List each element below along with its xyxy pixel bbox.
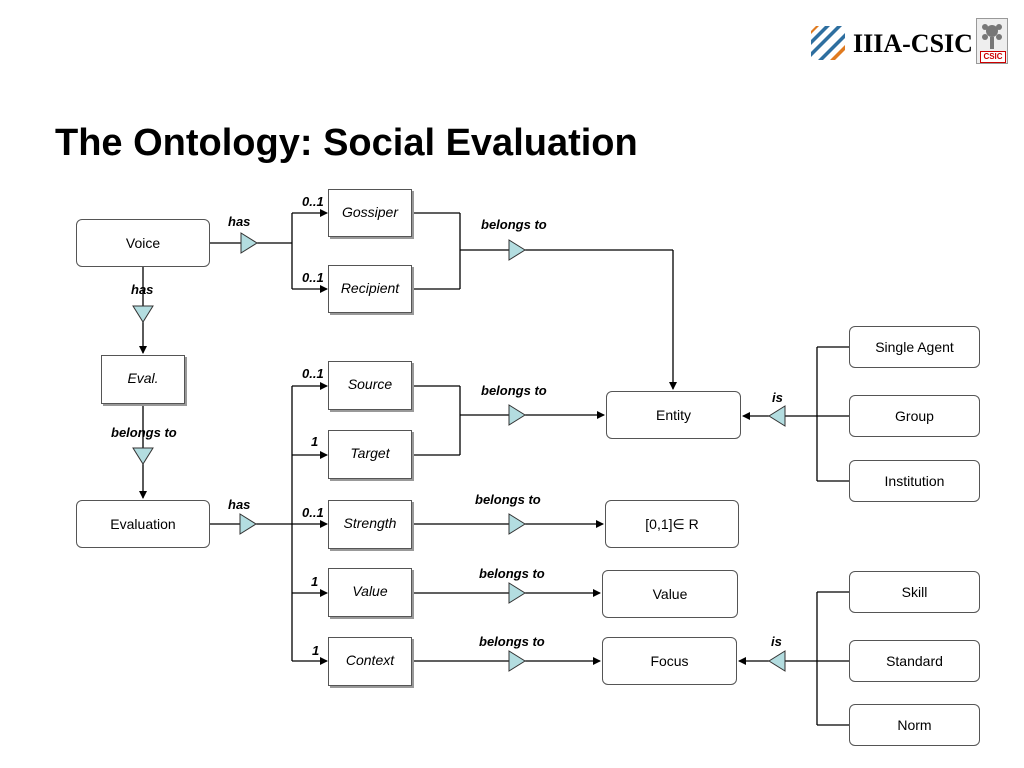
csic-badge: CSIC	[980, 51, 1006, 63]
node-interval: [0,1]∈ R	[605, 500, 739, 548]
node-focus: Focus	[602, 637, 737, 685]
belongs-to-triangle-icon	[508, 650, 526, 672]
node-skill: Skill	[849, 571, 980, 613]
node-voice: Voice	[76, 219, 210, 267]
label-context-belongs-to: belongs to	[479, 634, 545, 649]
node-context: Context	[328, 637, 412, 686]
label-strength-belongs-to: belongs to	[475, 492, 541, 507]
csic-seal-icon: CSIC	[976, 18, 1008, 64]
node-institution: Institution	[849, 460, 980, 502]
belongs-to-triangle-icon	[508, 513, 526, 535]
has-triangle-icon	[132, 305, 154, 323]
is-triangle-icon	[768, 405, 786, 427]
node-eval: Eval.	[101, 355, 185, 404]
page-title: The Ontology: Social Evaluation	[55, 122, 638, 164]
node-standard: Standard	[849, 640, 980, 682]
cardinality-gossiper: 0..1	[302, 194, 324, 209]
belongs-to-triangle-icon	[508, 239, 526, 261]
cardinality-recipient: 0..1	[302, 270, 324, 285]
node-gossiper: Gossiper	[328, 189, 412, 237]
node-group: Group	[849, 395, 980, 437]
node-entity: Entity	[606, 391, 741, 439]
label-focus-is: is	[771, 634, 782, 649]
has-triangle-icon	[239, 513, 257, 535]
label-entity-is: is	[772, 390, 783, 405]
node-strength: Strength	[328, 500, 412, 549]
node-evaluation: Evaluation	[76, 500, 210, 548]
node-single-agent: Single Agent	[849, 326, 980, 368]
is-triangle-icon	[768, 650, 786, 672]
cardinality-strength: 0..1	[302, 505, 324, 520]
label-voice-has: has	[228, 214, 251, 229]
label-value-belongs-to: belongs to	[479, 566, 545, 581]
has-triangle-icon	[240, 232, 258, 254]
node-target: Target	[328, 430, 412, 479]
cardinality-source: 0..1	[302, 366, 324, 381]
node-value-role: Value	[328, 568, 412, 617]
iiia-csic-logo-text: IIIA-CSIC	[853, 29, 973, 58]
cardinality-context: 1	[312, 643, 320, 658]
node-source: Source	[328, 361, 412, 410]
node-norm: Norm	[849, 704, 980, 746]
belongs-to-triangle-icon	[508, 404, 526, 426]
node-recipient: Recipient	[328, 265, 412, 313]
label-eval-belongs-to: belongs to	[111, 425, 177, 440]
label-gossip-belongs-to: belongs to	[481, 217, 547, 232]
node-value-type: Value	[602, 570, 738, 618]
label-source-target-belongs-to: belongs to	[481, 383, 547, 398]
label-voice-has-eval: has	[131, 282, 154, 297]
belongs-to-triangle-icon	[508, 582, 526, 604]
cardinality-value: 1	[311, 574, 319, 589]
belongs-to-triangle-icon	[132, 447, 154, 465]
cardinality-target: 1	[311, 434, 319, 449]
label-evaluation-has: has	[228, 497, 251, 512]
